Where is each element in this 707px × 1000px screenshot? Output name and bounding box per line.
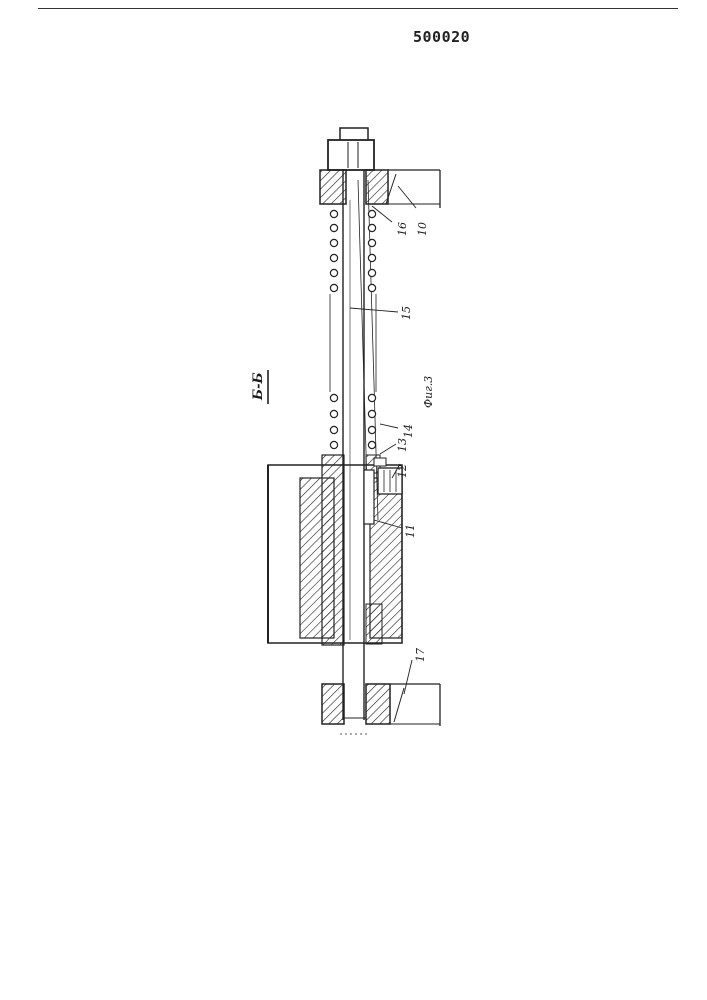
callout-12: 12 [396, 464, 409, 478]
section-mark: Б-Б [251, 370, 268, 404]
callout-10: 10 [416, 222, 429, 236]
coil-spring [330, 210, 376, 448]
figure-caption: Фиг.3 [422, 376, 435, 408]
callout-16: 16 [396, 222, 409, 236]
callout-17: 17 [414, 648, 427, 662]
top-support-plate [320, 170, 440, 208]
callout-13: 13 [396, 438, 409, 452]
bottom-support-plate [322, 684, 440, 734]
section-label: Б-Б [251, 372, 266, 401]
callout-11: 11 [404, 524, 417, 538]
end-nut [328, 128, 374, 170]
callout-14: 14 [402, 424, 415, 438]
callout-15: 15 [400, 306, 413, 320]
